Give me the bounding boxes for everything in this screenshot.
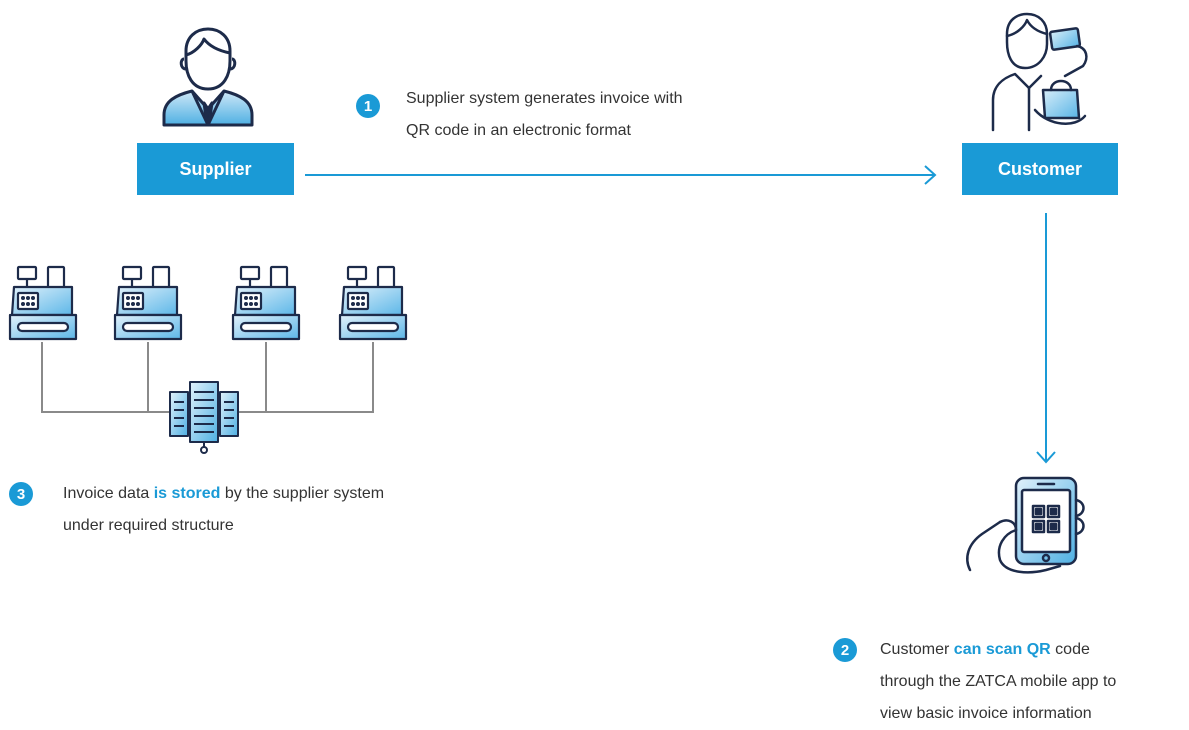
customer-label: Customer [997, 158, 1082, 179]
cash-register-icon [338, 265, 408, 341]
cash-register-icon [8, 265, 78, 341]
cash-register-icon [113, 265, 183, 341]
server-icon [169, 381, 239, 454]
supplier-node: Supplier [137, 143, 294, 195]
step-1-line-2: QR code in an electronic format [406, 122, 631, 139]
step-2-line-3: view basic invoice information [880, 705, 1092, 722]
step-3-post: by the supplier system [220, 485, 385, 502]
step-3-pre: Invoice data [63, 485, 154, 502]
step-3-line-2: under required structure [63, 517, 234, 534]
step-1-text: Supplier system generates invoice with Q… [406, 83, 683, 147]
step-2-text: Customer can scan QR code through the ZA… [880, 634, 1116, 730]
step-2-highlight: can scan QR [953, 641, 1051, 658]
step-2-badge: 2 [833, 638, 857, 662]
step-2-line-1: Customer can scan QR code [880, 634, 1116, 666]
step-2-pre: Customer [880, 641, 954, 658]
phone-qr-scan-icon [966, 476, 1085, 574]
step-3-badge: 3 [9, 482, 33, 506]
step-1-line-1: Supplier system generates invoice with [406, 90, 683, 107]
customer-to-phone-arrow [1036, 213, 1056, 464]
step-2-line-2: through the ZATCA mobile app to [880, 673, 1117, 690]
cash-register-icon [231, 265, 301, 341]
step-3-text: Invoice data is stored by the supplier s… [63, 478, 384, 542]
supplier-label: Supplier [179, 158, 252, 179]
step-1-badge: 1 [356, 94, 380, 118]
supplier-to-customer-arrow [305, 165, 937, 185]
shopper-icon [991, 12, 1088, 132]
step-2-post: code [1050, 641, 1090, 658]
step-3-line-1: Invoice data is stored by the supplier s… [63, 478, 384, 510]
businessman-icon [162, 27, 254, 127]
customer-node: Customer [962, 143, 1118, 195]
step-3-highlight: is stored [153, 485, 221, 502]
